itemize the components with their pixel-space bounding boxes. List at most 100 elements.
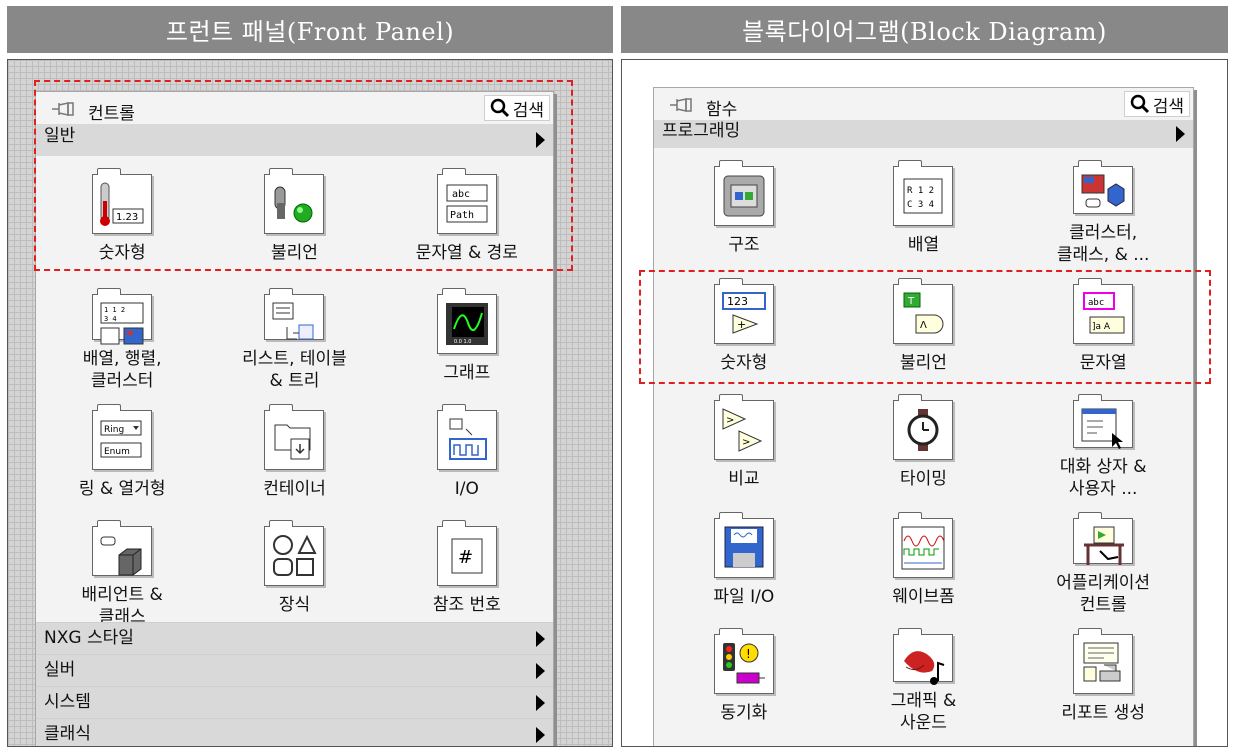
palette-item-label: 참조 번호 (432, 595, 501, 615)
svg-text:Enum: Enum (104, 447, 130, 457)
palette-item-refnum[interactable]: # 참조 번호 (381, 508, 553, 628)
palette-item-container[interactable]: 컨테이너 (208, 392, 380, 508)
palette-item-boolean[interactable]: 불리언 (208, 156, 380, 276)
expand-arrow-icon (1176, 126, 1185, 142)
pin-icon[interactable] (668, 96, 694, 114)
palette-item-label: 비교 (728, 469, 760, 489)
refnum-icon: # (436, 520, 497, 586)
category-item[interactable]: NXG 스타일 (36, 622, 553, 654)
palette-titlebar: 컨트롤 검색 (36, 92, 553, 124)
svg-text:3 4: 3 4 (104, 315, 117, 323)
palette-item-waveform[interactable]: 웨이브폼 (834, 500, 1014, 616)
search-icon (490, 98, 509, 118)
svg-text:+: + (737, 318, 746, 331)
decorations-icon (264, 520, 325, 586)
category-label: 일반 (44, 126, 76, 146)
pin-icon[interactable] (50, 100, 76, 118)
palette-item-variant-class[interactable]: 배리언트 & 클래스 (36, 508, 208, 628)
svg-text:abc: abc (452, 189, 470, 200)
svg-text:C 3 4: C 3 4 (907, 200, 934, 210)
category-programming[interactable]: 프로그래밍 (654, 120, 1193, 148)
palette-item-label: 링 & 열거형 (78, 479, 166, 499)
category-item[interactable]: 클래식 (36, 718, 553, 746)
application-control-icon (1073, 512, 1134, 565)
palette-item-graphics-sound[interactable]: 그래픽 & 사운드 (834, 616, 1014, 734)
category-label: 클래식 (44, 724, 91, 744)
svg-text:R 1 2: R 1 2 (907, 186, 934, 196)
category-item[interactable]: 시스템 (36, 686, 553, 718)
svg-text:!: ! (746, 647, 751, 661)
palette-item-dialog-user[interactable]: 대화 상자 & 사용자 ... (1013, 382, 1193, 500)
timing-icon (893, 394, 954, 460)
palette-item-list-table-tree[interactable]: 리스트, 테이블 & 트리 (208, 276, 380, 392)
palette-item-label: 클러스터, 클래스, & ... (1056, 223, 1150, 265)
palette-item-report-generation[interactable]: 리포트 생성 (1013, 616, 1193, 734)
palette-item-timing[interactable]: 타이밍 (834, 382, 1014, 500)
expand-arrow-icon (536, 631, 545, 647)
palette-item-cluster-class[interactable]: 클러스터, 클래스, & ... (1013, 148, 1193, 266)
variant-class-icon (92, 520, 153, 576)
comparison-icon: >> (713, 394, 774, 460)
palette-item-decorations[interactable]: 장식 (208, 508, 380, 628)
search-button[interactable]: 검색 (483, 95, 550, 121)
dialog-user-icon (1073, 394, 1134, 449)
svg-text:0.0 1.0: 0.0 1.0 (454, 339, 472, 345)
palette-item-label: 배열 (907, 235, 940, 255)
palette-item-numeric-function[interactable]: 123+숫자형 (654, 266, 834, 382)
search-icon (1130, 94, 1149, 114)
structures-icon (713, 160, 774, 226)
category-item[interactable]: 실버 (36, 654, 553, 686)
svg-text:1.23: 1.23 (116, 212, 138, 223)
palette-item-label: 문자열 & 경로 (415, 243, 518, 263)
palette-item-io[interactable]: I/O (381, 392, 553, 508)
palette-item-label: 대화 상자 & 사용자 ... (1059, 457, 1147, 499)
svg-text:Ring: Ring (104, 425, 124, 435)
boolean-icon (264, 168, 325, 234)
palette-item-synchronization[interactable]: ! 동기화 (654, 616, 834, 734)
category-label: 시스템 (44, 692, 91, 712)
category-label: 실버 (44, 660, 76, 680)
palette-item-file-io[interactable]: 파일 I/O (654, 500, 834, 616)
palette-item-label: 타이밍 (900, 469, 947, 489)
svg-text:Path: Path (450, 210, 474, 221)
palette-item-structures[interactable]: 구조 (654, 148, 834, 266)
svg-text:>: > (742, 437, 750, 448)
array-icon: R 1 2 C 3 4 (893, 160, 954, 226)
expand-arrow-icon (536, 727, 545, 743)
waveform-icon (893, 512, 954, 578)
palette-item-application-control[interactable]: 어플리케이션 컨트롤 (1013, 500, 1193, 616)
cluster-class-icon (1073, 160, 1134, 214)
palette-item-array[interactable]: R 1 2 C 3 4 배열 (834, 148, 1014, 266)
svg-text:Λ: Λ (920, 320, 927, 331)
category-general[interactable]: 일반 (36, 124, 553, 156)
palette-item-label: 웨이브폼 (892, 587, 955, 607)
palette-item-label: 그래픽 & 사운드 (890, 691, 957, 733)
palette-item-comparison[interactable]: >> 비교 (654, 382, 834, 500)
file-io-icon (713, 512, 774, 578)
category-label: NXG 스타일 (44, 628, 134, 648)
search-button[interactable]: 검색 (1123, 91, 1190, 117)
palette-item-label: 컨테이너 (263, 479, 326, 499)
palette-item-label: 동기화 (720, 703, 768, 723)
palette-item-label: 리포트 생성 (1061, 703, 1145, 723)
palette-item-label: 구조 (728, 235, 760, 255)
palette-title: 컨트롤 (88, 104, 135, 124)
list-table-tree-icon (264, 288, 325, 340)
numeric-icon: 1.23 (92, 168, 153, 234)
palette-item-label: 불리언 (900, 353, 947, 373)
svg-text:1 1 2: 1 1 2 (104, 306, 125, 314)
